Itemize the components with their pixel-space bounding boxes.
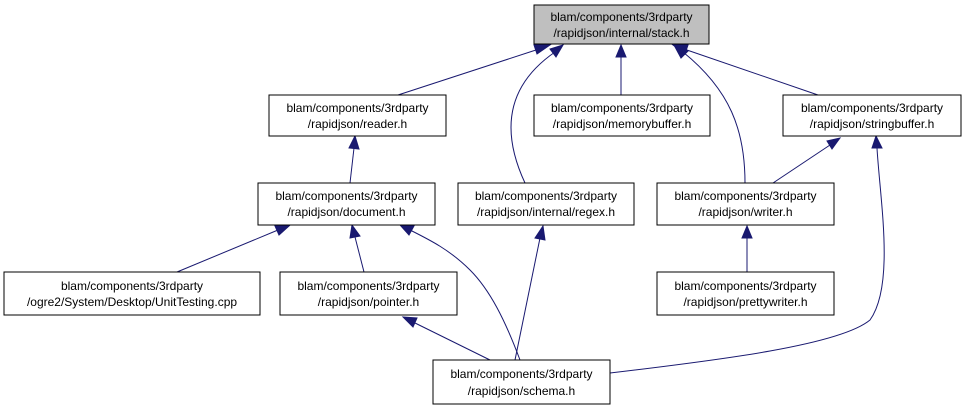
node-pointer-h-line1: blam/components/3rdparty xyxy=(297,279,439,293)
node-stringbuffer-h-line2: /rapidjson/stringbuffer.h xyxy=(810,117,935,131)
node-reader-h-line1: blam/components/3rdparty xyxy=(286,101,428,115)
edge-pointer-to-document xyxy=(349,223,365,273)
node-prettywriter-h-line2: /rapidjson/prettywriter.h xyxy=(683,295,807,309)
node-writer-h[interactable]: blam/components/3rdparty /rapidjson/writ… xyxy=(656,182,835,226)
node-writer-h-line2: /rapidjson/writer.h xyxy=(698,205,792,219)
node-stringbuffer-h[interactable]: blam/components/3rdparty /rapidjson/stri… xyxy=(782,94,962,137)
node-document-h[interactable]: blam/components/3rdparty /rapidjson/docu… xyxy=(257,182,436,226)
node-document-h-line2: /rapidjson/document.h xyxy=(287,205,405,219)
edge-schema-to-pointer xyxy=(401,316,491,361)
node-pointer-h[interactable]: blam/components/3rdparty /rapidjson/poin… xyxy=(279,271,458,316)
node-writer-h-line1: blam/components/3rdparty xyxy=(674,189,816,203)
edge-regex-to-stack xyxy=(510,44,565,184)
node-schema-h[interactable]: blam/components/3rdparty /rapidjson/sche… xyxy=(432,359,611,405)
node-memorybuffer-h-line2: /rapidjson/memorybuffer.h xyxy=(553,117,692,131)
node-regex-h-line1: blam/components/3rdparty xyxy=(475,189,617,203)
node-unittesting-cpp-line2: /ogre2/System/Desktop/UnitTesting.cpp xyxy=(27,295,237,309)
node-schema-h-line1: blam/components/3rdparty xyxy=(450,367,592,381)
node-stack-h: blam/components/3rdparty /rapidjson/inte… xyxy=(533,4,710,45)
edge-stringbuffer-to-stack xyxy=(671,44,819,96)
node-unittesting-cpp[interactable]: blam/components/3rdparty /ogre2/System/D… xyxy=(3,271,261,316)
node-memorybuffer-h[interactable]: blam/components/3rdparty /rapidjson/memo… xyxy=(533,94,711,137)
edge-reader-to-stack xyxy=(397,44,552,96)
node-memorybuffer-h-line1: blam/components/3rdparty xyxy=(551,101,693,115)
edge-document-to-reader xyxy=(348,134,360,184)
edge-prettywriter-to-writer xyxy=(741,224,753,272)
node-prettywriter-h[interactable]: blam/components/3rdparty /rapidjson/pret… xyxy=(656,271,835,316)
node-pointer-h-line2: /rapidjson/pointer.h xyxy=(318,295,419,309)
edge-schema-to-regex xyxy=(514,224,546,361)
node-regex-h[interactable]: blam/components/3rdparty /rapidjson/inte… xyxy=(457,182,635,226)
edge-unittesting-to-document xyxy=(176,225,291,273)
node-stringbuffer-h-line1: blam/components/3rdparty xyxy=(801,101,943,115)
node-stack-h-line1: blam/components/3rdparty xyxy=(550,10,692,24)
node-unittesting-cpp-line1: blam/components/3rdparty xyxy=(61,279,203,293)
node-prettywriter-h-line1: blam/components/3rdparty xyxy=(674,279,816,293)
node-reader-h[interactable]: blam/components/3rdparty /rapidjson/read… xyxy=(268,94,447,137)
node-schema-h-line2: /rapidjson/schema.h xyxy=(468,384,575,398)
edge-memorybuffer-to-stack xyxy=(615,43,627,95)
edge-schema-to-stringbuffer xyxy=(609,134,885,374)
node-reader-h-line2: /rapidjson/reader.h xyxy=(308,117,407,131)
node-stack-h-line2: /rapidjson/internal/stack.h xyxy=(553,26,689,40)
node-document-h-line1: blam/components/3rdparty xyxy=(275,189,417,203)
edge-writer-to-stringbuffer xyxy=(772,137,842,184)
node-regex-h-line2: /rapidjson/internal/regex.h xyxy=(477,205,615,219)
